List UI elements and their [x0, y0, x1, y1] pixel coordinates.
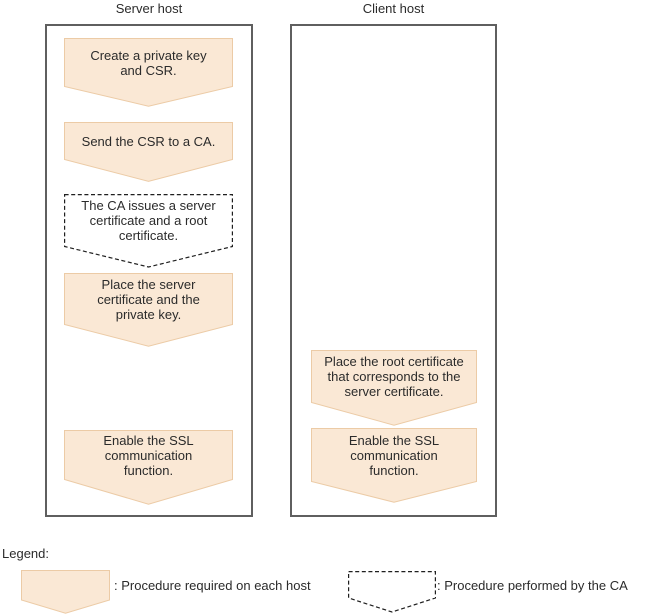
- step-label: Enable the SSL communication function.: [348, 432, 440, 478]
- step-label: Enable the SSL communication function.: [103, 432, 194, 478]
- legend-filled-text: : Procedure required on each host: [114, 578, 311, 593]
- step-label: Place the server certificate and the pri…: [97, 276, 200, 322]
- step-create-private-key-csr: Create a private key and CSR.: [64, 38, 233, 107]
- server-host-title: Server host: [115, 1, 183, 16]
- client-host-title: Client host: [362, 1, 425, 16]
- step-label: The CA issues a server certificate and a…: [81, 198, 216, 243]
- legend-label: Legend:: [2, 546, 49, 561]
- step-place-server-certificate: Place the server certificate and the pri…: [64, 273, 233, 347]
- step-ca-issues-certificates: The CA issues a server certificate and a…: [64, 194, 233, 268]
- legend-dashed-text: : Procedure performed by the CA: [437, 578, 628, 593]
- step-label: Place the root certificate that correspo…: [324, 354, 464, 399]
- step-enable-ssl-client: Enable the SSL communication function.: [311, 428, 477, 503]
- step-send-csr-to-ca: Send the CSR to a CA.: [64, 122, 233, 182]
- legend-filled-shape: [21, 570, 110, 614]
- step-place-root-certificate: Place the root certificate that correspo…: [311, 350, 477, 426]
- legend-dashed-shape: [348, 571, 436, 613]
- step-enable-ssl-server: Enable the SSL communication function.: [64, 430, 233, 505]
- step-label: Create a private key and CSR.: [90, 47, 207, 78]
- step-label: Send the CSR to a CA.: [81, 133, 216, 149]
